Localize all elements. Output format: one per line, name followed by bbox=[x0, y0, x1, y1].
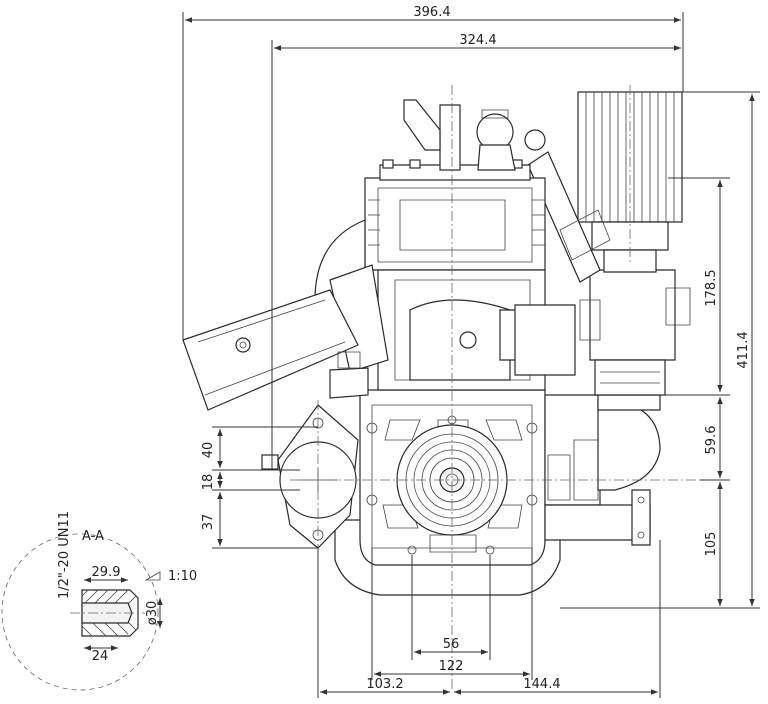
dim-overall-width: 396.4 bbox=[413, 5, 450, 20]
dim-filter-height: 178.5 bbox=[704, 269, 719, 306]
dim-right-offset: 144.4 bbox=[523, 677, 560, 692]
engine-body bbox=[182, 91, 691, 596]
section-title: A-A bbox=[82, 529, 104, 544]
dim-shaft-height: 105 bbox=[704, 532, 719, 557]
dim-flange-40: 40 bbox=[201, 442, 216, 459]
section-diameter: ø30 bbox=[145, 601, 160, 626]
dim-frame-width: 324.4 bbox=[459, 33, 496, 48]
dimension-lines bbox=[182, 12, 760, 698]
section-length-24: 24 bbox=[92, 649, 109, 664]
dimension-labels: 396.4 324.4 178.5 411.4 59.6 105 40 18 3… bbox=[201, 5, 751, 692]
section-length-29-9: 29.9 bbox=[92, 565, 121, 580]
dim-overall-height: 411.4 bbox=[736, 331, 751, 368]
dim-mount-offset: 59.6 bbox=[704, 426, 719, 455]
dim-bolt-122: 122 bbox=[439, 659, 464, 674]
dim-bolt-56: 56 bbox=[443, 637, 460, 652]
hatch-lines bbox=[81, 589, 137, 637]
dim-flange-37: 37 bbox=[201, 514, 216, 531]
dim-flange-18: 18 bbox=[201, 474, 216, 491]
section-taper: 1:10 bbox=[168, 569, 197, 584]
air-filter-ribs bbox=[585, 92, 675, 222]
dim-left-offset: 103.2 bbox=[366, 677, 403, 692]
section-detail-a-a: A-A 1/2"-20 UN11 29.9 1:10 ø30 24 bbox=[1, 511, 197, 691]
section-thread: 1/2"-20 UN11 bbox=[57, 511, 72, 599]
